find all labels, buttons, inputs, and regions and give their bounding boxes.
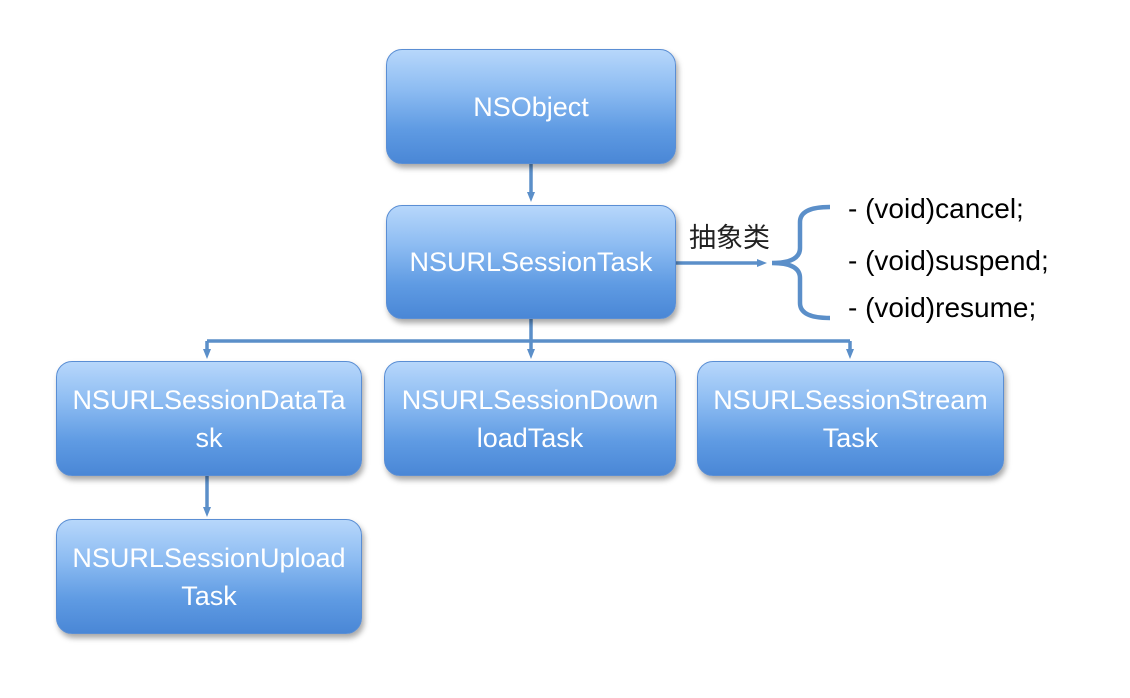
node-upload-task-label: NSURLSessionUploadTask — [72, 542, 346, 611]
node-session-task: NSURLSessionTask — [386, 205, 676, 319]
node-download-task: NSURLSessionDownloadTask — [384, 361, 676, 476]
node-data-task-label: NSURLSessionDataTask — [72, 384, 346, 453]
node-nsobject-label: NSObject — [473, 91, 589, 122]
method-cancel: - (void)cancel; — [848, 193, 1024, 224]
method-resume: - (void)resume; — [848, 292, 1037, 323]
node-stream-task: NSURLSessionStreamTask — [697, 361, 1004, 476]
node-upload-task: NSURLSessionUploadTask — [56, 519, 362, 634]
node-download-task-label: NSURLSessionDownloadTask — [401, 384, 659, 453]
node-nsobject: NSObject — [386, 49, 676, 164]
method-suspend: - (void)suspend; — [848, 245, 1049, 276]
abstract-class-label: 抽象类 — [689, 223, 770, 254]
node-stream-task-label: NSURLSessionStreamTask — [713, 384, 988, 453]
node-session-task-label: NSURLSessionTask — [409, 247, 653, 277]
methods-brace — [771, 204, 831, 321]
node-data-task: NSURLSessionDataTask — [56, 361, 362, 476]
